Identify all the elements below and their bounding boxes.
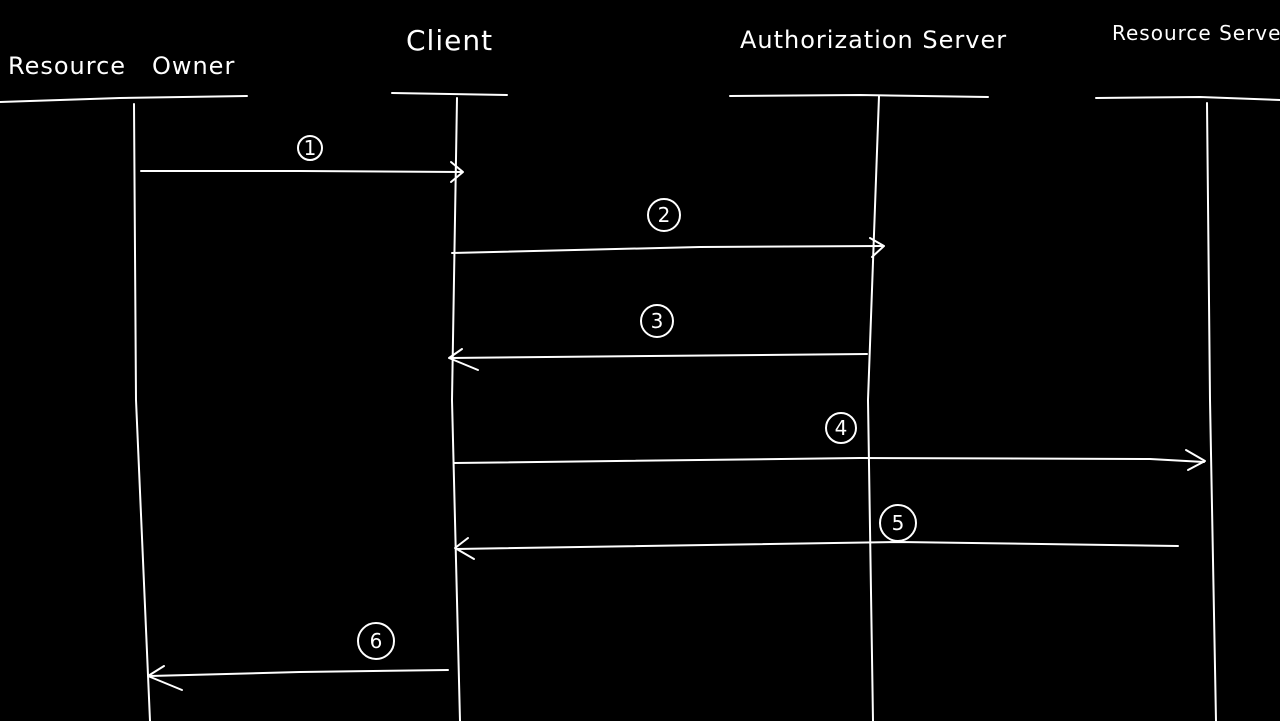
lifeline-authorization-server [867,95,880,721]
header-line-client [391,92,508,96]
lifeline-resource-owner [133,103,151,721]
message-arrow-step-4 [453,457,1205,464]
lifeline-resource-server [1206,102,1217,721]
step-5-circle [879,504,917,542]
arrowhead-step-4 [1185,449,1206,471]
step-1-number: 1 [304,136,317,160]
step-3-circle [640,304,674,338]
step-3-number: 3 [651,309,664,333]
step-6-number: 6 [370,629,383,653]
arrowhead-step-3 [448,348,479,371]
step-2-circle [647,198,681,232]
actor-label-client: Client [406,24,493,57]
step-4-circle [825,412,857,444]
step-5-number: 5 [892,511,905,535]
header-line-resource-server [1095,96,1280,101]
step-6-circle [357,622,395,660]
message-arrow-step-3 [449,353,868,359]
arrowhead-step-5 [454,537,475,560]
header-line-resource-owner [0,95,248,103]
message-arrow-step-1 [140,170,463,173]
arrowhead-step-2 [869,237,885,258]
arrowhead-step-6 [147,665,183,691]
step-4-number: 4 [835,416,848,440]
message-arrow-step-6 [149,669,449,677]
step-1-circle [297,135,323,161]
actor-label-resource-owner: Resource Owner [8,52,235,80]
actor-label-resource-server: Resource Server [1112,21,1280,45]
actor-label-authorization-server: Authorization Server [740,26,1007,54]
header-line-authorization-server [729,94,989,98]
step-2-number: 2 [658,203,671,227]
lifeline-client [451,97,461,721]
arrowhead-step-1 [450,161,464,183]
message-arrow-step-5 [455,541,1179,550]
message-arrow-step-2 [451,245,884,254]
